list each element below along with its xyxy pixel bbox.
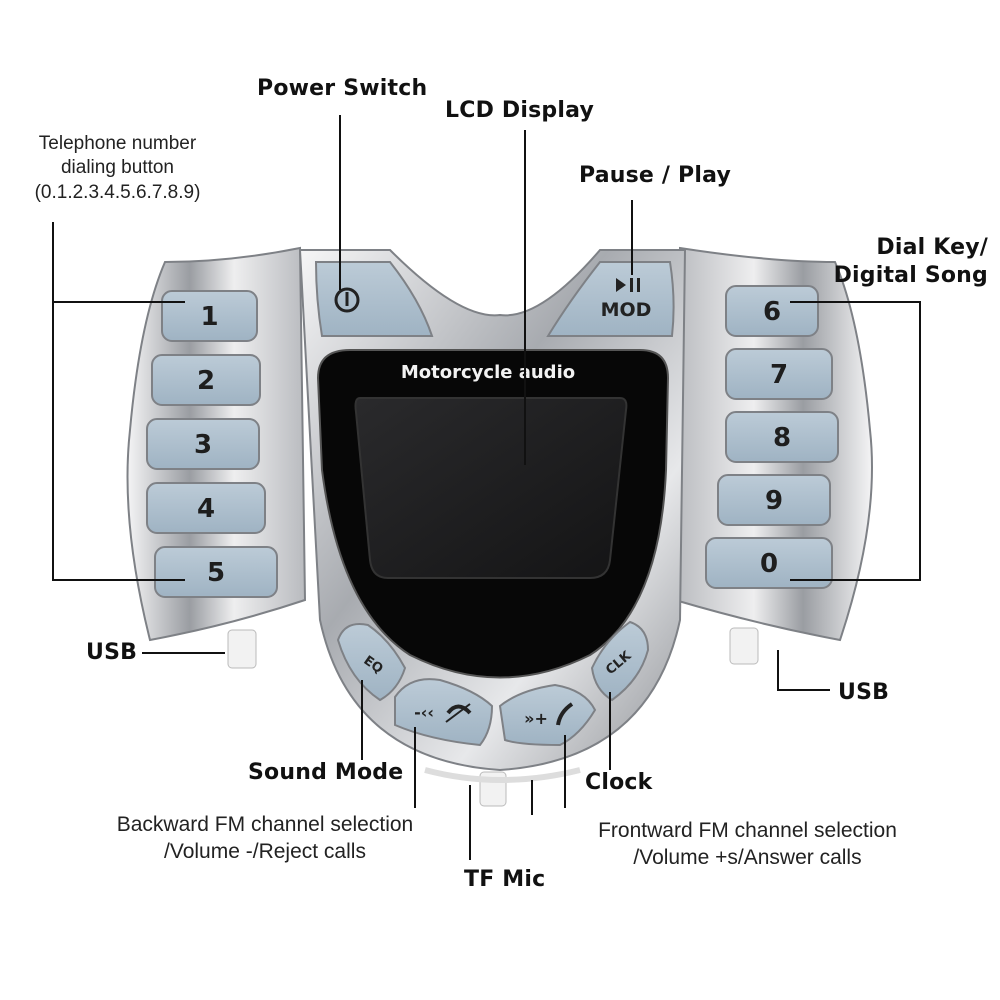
label-sound-mode: Sound Mode — [248, 760, 404, 785]
label-usb-right: USB — [838, 680, 890, 705]
label-frontward-fm: Frontward FM channel selection /Volume +… — [550, 818, 945, 872]
clk-button[interactable]: CLK — [590, 620, 650, 702]
label-lcd-display: LCD Display — [445, 98, 594, 123]
left-key-3[interactable]: 3 — [146, 418, 260, 470]
left-key-label: 5 — [207, 558, 225, 588]
right-key-label: 0 — [760, 549, 778, 579]
answer-call-icon: »+ — [524, 702, 574, 728]
svg-text:-‹‹: -‹‹ — [414, 703, 434, 722]
label-clock: Clock — [585, 770, 653, 795]
svg-text:»+: »+ — [524, 709, 548, 728]
power-button[interactable] — [314, 261, 434, 337]
reject-call-icon: -‹‹ — [414, 703, 472, 723]
label-telephone-line3: (0.1.2.3.4.5.6.7.8.9) — [34, 181, 201, 203]
right-key-7[interactable]: 7 — [725, 348, 833, 400]
screen-title: Motorcycle audio — [401, 362, 575, 383]
label-backward-fm: Backward FM channel selection /Volume -/… — [70, 812, 460, 866]
label-frontward-line2: /Volume +s/Answer calls — [633, 845, 862, 869]
pause-play-mod-button[interactable] — [546, 261, 675, 337]
right-key-label: 9 — [765, 486, 783, 516]
label-telephone-dialing: Telephone number dialing button (0.1.2.3… — [10, 132, 225, 205]
right-number-keys: 6 7 8 9 0 — [705, 285, 839, 589]
right-key-label: 6 — [763, 297, 781, 327]
right-key-8[interactable]: 8 — [725, 411, 839, 463]
usb-port-left — [227, 629, 257, 669]
left-key-2[interactable]: 2 — [151, 354, 261, 406]
label-frontward-line1: Frontward FM channel selection — [598, 819, 897, 842]
usb-port-right — [729, 627, 759, 665]
tf-mic-port — [424, 767, 581, 807]
label-telephone-line1: Telephone number — [38, 133, 197, 154]
left-key-1[interactable]: 1 — [161, 290, 258, 342]
left-key-4[interactable]: 4 — [146, 482, 266, 534]
lcd-display — [354, 397, 628, 579]
label-power-switch: Power Switch — [257, 76, 428, 101]
label-dial-key-line2: Digital Song — [833, 262, 988, 288]
play-pause-icon — [616, 278, 640, 292]
leader-lines — [52, 115, 921, 860]
label-usb-left: USB — [86, 640, 138, 665]
mod-label: MOD — [601, 299, 652, 321]
label-pause-play: Pause / Play — [579, 163, 731, 188]
forward-answer-button[interactable]: »+ — [498, 683, 597, 747]
right-key-label: 8 — [773, 423, 791, 453]
label-dial-key-line1: Dial Key/ — [876, 235, 988, 260]
left-key-5[interactable]: 5 — [154, 546, 278, 598]
left-key-label: 2 — [197, 366, 215, 396]
right-key-0[interactable]: 0 — [705, 537, 833, 589]
label-tf-mic: TF Mic — [464, 867, 546, 892]
left-key-label: 4 — [197, 494, 215, 524]
right-key-9[interactable]: 9 — [717, 474, 831, 526]
right-key-label: 7 — [770, 360, 788, 390]
left-number-keys: 1 2 3 4 5 — [146, 290, 278, 598]
right-key-6[interactable]: 6 — [725, 285, 819, 337]
label-backward-line1: Backward FM channel selection — [116, 813, 414, 836]
label-dial-key: Dial Key/ Digital Song — [834, 234, 988, 289]
left-key-label: 1 — [200, 302, 218, 332]
label-telephone-line2: dialing button — [60, 157, 175, 179]
left-key-label: 3 — [194, 430, 212, 460]
power-icon — [334, 287, 360, 313]
backward-reject-button[interactable]: -‹‹ — [394, 678, 494, 747]
label-backward-line2: /Volume -/Reject calls — [164, 839, 366, 863]
